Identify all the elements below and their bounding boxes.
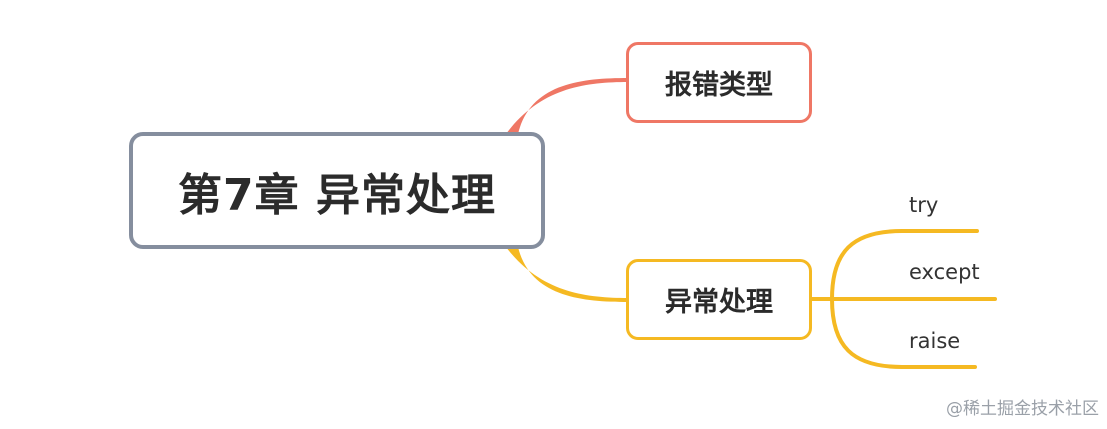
connector-raise	[830, 297, 977, 369]
topic-node-label: 异常处理	[665, 287, 773, 318]
branch-to-exception-handling	[506, 247, 628, 302]
root-node-label: 第7章 异常处理	[178, 169, 496, 221]
connector-try	[830, 229, 979, 301]
branch-to-error-types	[506, 78, 628, 134]
topic-node-exception-handling[interactable]: 异常处理	[626, 259, 812, 340]
leaf-connectors	[810, 229, 997, 369]
topic-node-error-types[interactable]: 报错类型	[626, 42, 812, 123]
leaf-node-raise[interactable]: raise	[909, 329, 961, 353]
leaf-node-try[interactable]: try	[909, 193, 939, 217]
leaf-node-except[interactable]: except	[909, 260, 980, 284]
root-node[interactable]: 第7章 异常处理	[129, 132, 545, 249]
topic-node-label: 报错类型	[665, 70, 773, 101]
watermark: @稀土掘金技术社区	[946, 399, 1099, 419]
